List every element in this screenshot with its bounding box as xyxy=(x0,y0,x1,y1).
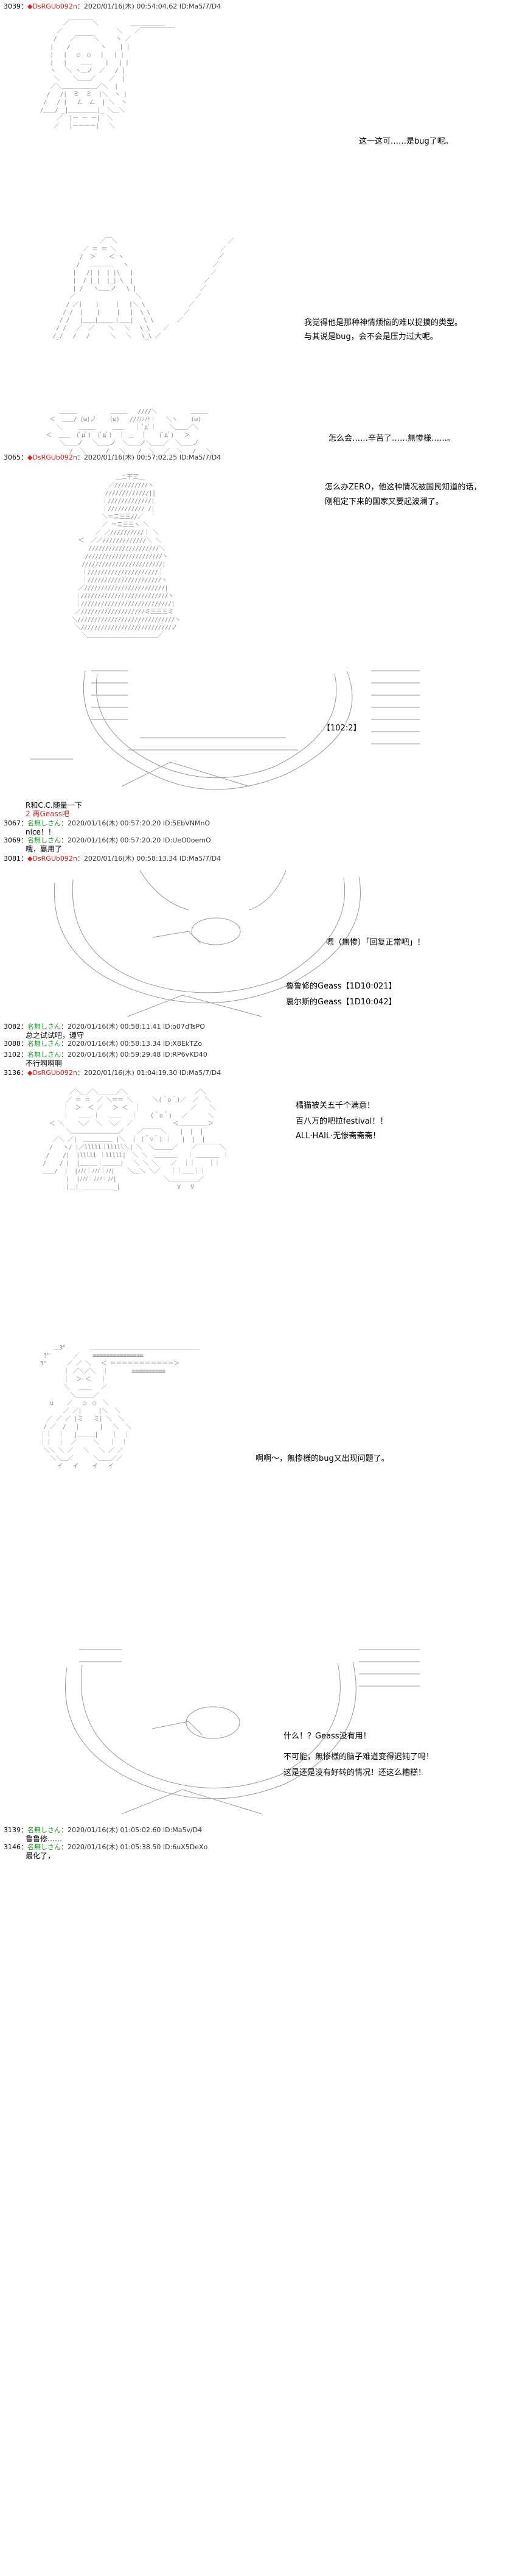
reply-text: 不行啊啊啊 xyxy=(26,1059,63,1068)
reply-text: 哦，赢用了 xyxy=(26,845,63,853)
dialog-dice-result: 【102:2】 xyxy=(322,724,361,733)
dialog-zero-how: 怎么办ZERO，他这种情况被国民知道的话， xyxy=(325,483,482,492)
ascii-art-zero-cloak: ＿ニ干三＿ ／//////////ヽ /////////////|| ｜////… xyxy=(71,474,181,639)
dialog-cat-joy: 橘猫被关五千个满意！ xyxy=(296,1101,375,1110)
reply-text: 最化了， xyxy=(26,1852,55,1860)
post-header-3146: 3146：名無しさん：2020/01/16(木) 01:05:38.50 ID:… xyxy=(4,1843,208,1851)
ascii-art-celebrating-figure: ／＼＿／＼＿＿＿／＼ ／＼ ／ ＝ ＝ ／ ＼＝＝ ＼ ＼(＾o＾)／ ／ ＼ … xyxy=(43,1089,229,1191)
dialog-lelouch-geass: 魯鲁修的Geass【1D10:021】 xyxy=(286,982,397,991)
ascii-art-hooded-figure-1: ／￣￣￣￣＼ ＿＿＿＿＿＿ ／ ＼ ／￣￣￣￣￣￣ / ／￣￣￣＼ ヽ ／ | … xyxy=(40,20,175,130)
dialog-new-nation: 刚租定下来的国家又要起波澜了。 xyxy=(325,497,444,506)
post-header-3082: 3082：名無しさん：2020/01/16(木) 00:58:11.41 ID:… xyxy=(4,1023,205,1031)
post-header-3088: 3088：名無しさん：2020/01/16(木) 00:58:13.34 ID:… xyxy=(4,1040,203,1048)
post-header-3139: 3139：名無しさん：2020/01/16(木) 01:05:02.60 ID:… xyxy=(4,1826,203,1834)
ascii-art-crowd: ＿＿＿ ＿＿＿ ////＼ ＿＿＿ ＜ ＿＿/ (ω)ノ (ω) //ﾉﾉﾉﾉﾄ… xyxy=(46,408,212,455)
post-header-3136: 3136：◆DsRGUb092n：2020/01/16(木) 01:04:19.… xyxy=(4,1069,221,1077)
dialog-return-normal: 嗯（無惨）「回复正常吧」！ xyxy=(326,938,425,947)
dialog-other-geass: 裏尔斯的Geass【1D10:042】 xyxy=(286,998,397,1007)
dialog-bug-again: 啊啊～，無惨様的bug又出现问题了。 xyxy=(255,1454,389,1463)
reply-text-red: 2 再Geass吧 xyxy=(26,810,69,818)
dialog-how-could: 怎么会……辛苦了……無惨様……。 xyxy=(328,434,456,443)
geass-failure-frame xyxy=(65,1649,420,1815)
post-header-3067: 3067：名無しさん：2020/01/16(木) 00:57:20.20 ID:… xyxy=(4,819,210,827)
dialog-festival: 百八万的吧拉festival！！ xyxy=(296,1117,388,1126)
reply-text: nice！！ xyxy=(26,828,55,836)
reply-text: 鲁鲁修…… xyxy=(26,1835,63,1843)
dialog-geass-useless: 什么！？Geass没有用！ xyxy=(283,1732,371,1741)
dialog-bug: 这一这可……是bug了呢。 xyxy=(359,137,453,146)
dialog-all-hail: ALL·HAIL·无惨斋斋斋！ xyxy=(296,1132,381,1141)
post-header-3081: 3081：◆DsRGUb092n：2020/01/16(木) 00:58:13.… xyxy=(4,855,221,863)
post-header-3039: 3039：◆DsRGUb092n：2020/01/16(木) 00:54:04.… xyxy=(4,2,221,10)
reply-text: 总之试试吧，遵守 xyxy=(26,1031,85,1040)
dialog-stress: 与其说是bug，会不会是压力过大呢。 xyxy=(304,332,438,341)
dialog-still-bad: 这是还是没有好转的情况！还这么糟糕！ xyxy=(283,1768,426,1777)
post-header-3102: 3102：名無しさん：2020/01/16(木) 00:59:29.48 ID:… xyxy=(4,1051,207,1059)
ascii-art-frustrated-figure: ＿3" ＿＿＿＿＿＿＿＿＿＿＿＿＿＿＿＿＿＿＿ 3" ／ ≡≡≡≡≡≡≡≡≡≡≡… xyxy=(40,1345,200,1470)
post-header-3069: 3069：名無しさん：2020/01/16(木) 00:57:20.20 ID:… xyxy=(4,836,211,844)
dialog-troubled-type: 我觉得他是那种神情烦恼的难以捉摸的类型。 xyxy=(304,318,463,327)
dialog-impossible: 不可能，無惨様的脑子难道变得迟钝了吗！ xyxy=(283,1752,434,1762)
post-header-3065: 3065：◆DsRGUb092n：2020/01/16(木) 00:57:02.… xyxy=(4,453,221,461)
geass-eye-frame xyxy=(30,670,420,790)
geass-eye-closeup xyxy=(54,870,361,1017)
ascii-art-figure-with-sword: ／￣＼ ／ ／ ＝ ＝ ＼ ／ / ＞ ＜ ヽ ／ / ＿＿＿＿ ヽ ／ xyxy=(52,238,234,340)
reply-text: R和C.C.随量一下 xyxy=(26,801,82,810)
